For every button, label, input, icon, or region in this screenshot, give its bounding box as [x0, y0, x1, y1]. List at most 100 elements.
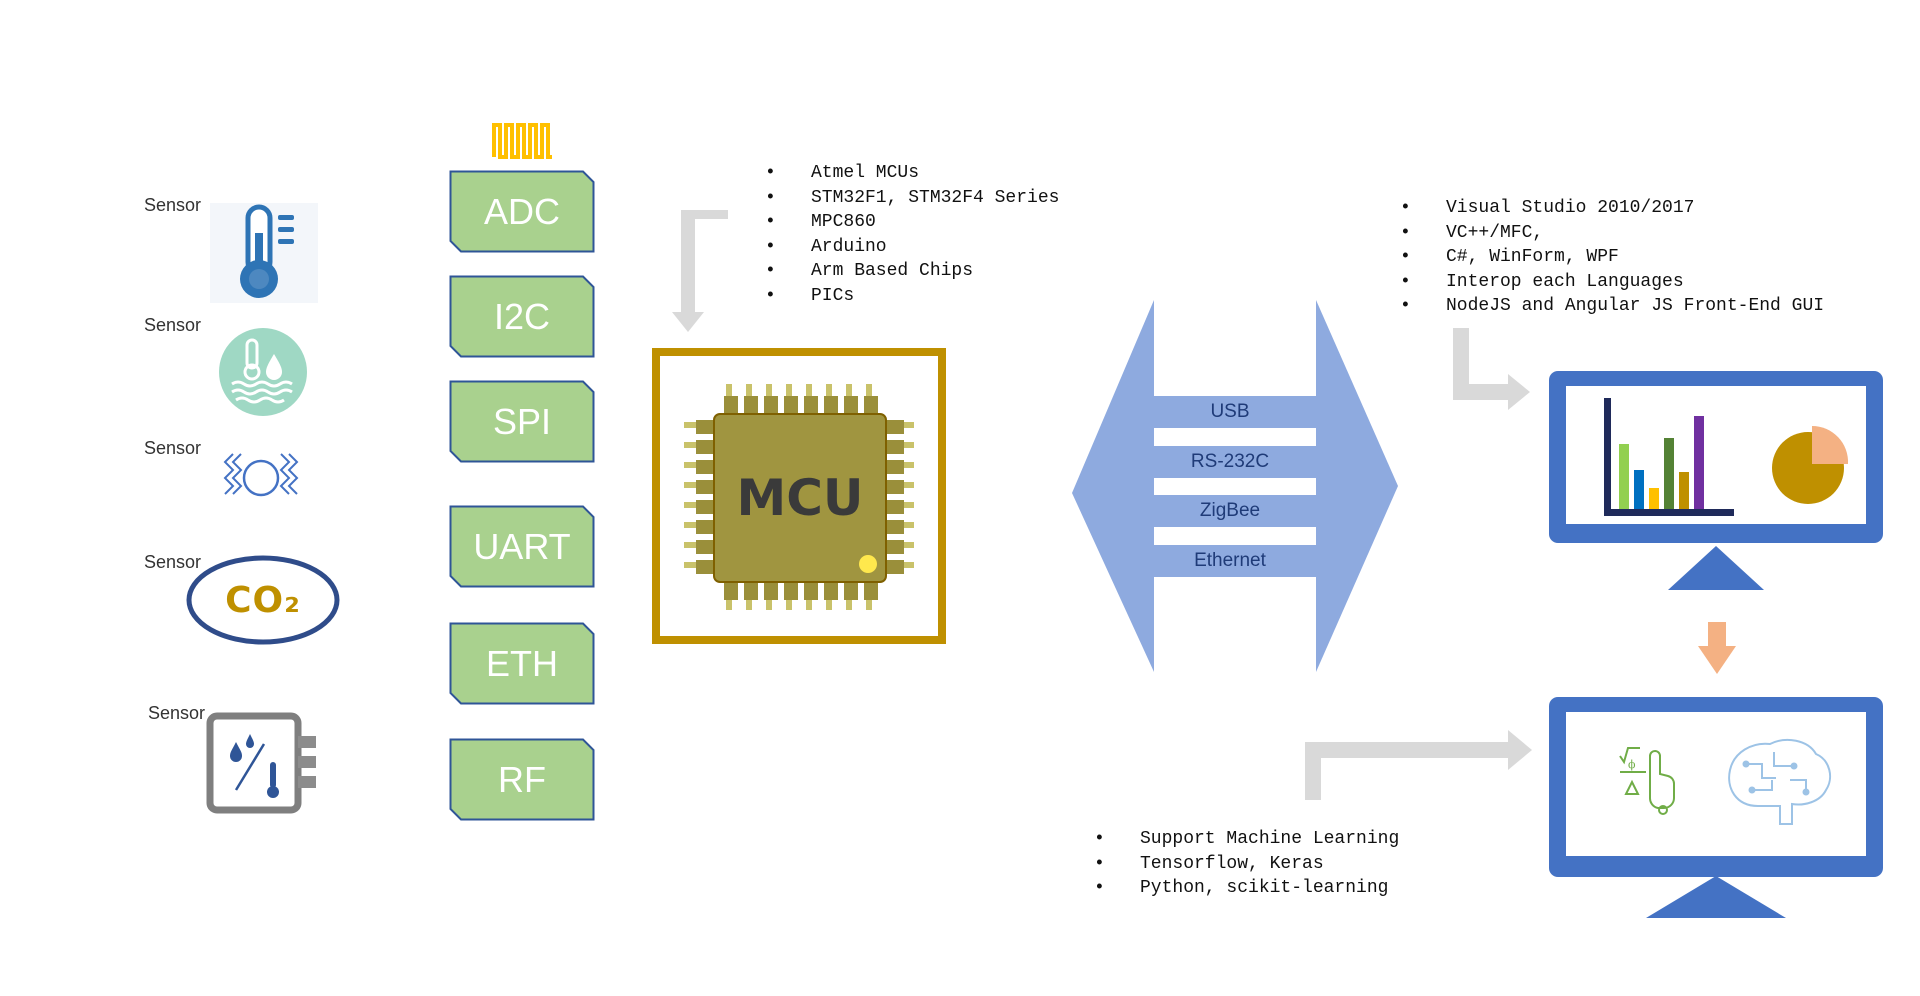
interface-ethernet: Ethernet [1148, 545, 1312, 577]
mcu-pin [766, 384, 772, 398]
mcu-pin [786, 384, 792, 398]
mcu-pin [826, 596, 832, 610]
mcu-pin [866, 384, 872, 398]
mcu-pin [886, 520, 904, 534]
mcu-pin [684, 462, 698, 468]
protocol-block-rf: RF [449, 738, 595, 821]
mcu-pin [726, 596, 732, 610]
mcu-pin [746, 384, 752, 398]
mcu-pin [744, 396, 758, 414]
list-item: C#, WinForm, WPF [1400, 245, 1824, 270]
mcu-pin [744, 582, 758, 600]
humidity-temperature-sensor-icon [206, 712, 332, 814]
mcu-pin [684, 522, 698, 528]
mcu-pin [826, 384, 832, 398]
svg-text:ϕ: ϕ [1628, 758, 1636, 771]
mcu-pin [696, 480, 714, 494]
list-item: Support Machine Learning [1094, 827, 1399, 852]
mcu-pin [900, 542, 914, 548]
mcu-pin [724, 396, 738, 414]
mcu-pin [900, 422, 914, 428]
protocol-label: I2C [493, 295, 551, 337]
mcu-pin [696, 420, 714, 434]
mcu-pin [684, 422, 698, 428]
humidity-icon [216, 326, 310, 418]
list-item: Visual Studio 2010/2017 [1400, 196, 1824, 221]
list-item: Arduino [765, 235, 1059, 260]
mcu-pin [696, 500, 714, 514]
mcu-pin [846, 596, 852, 610]
mcu-pin [886, 460, 904, 474]
interface-usb: USB [1148, 396, 1312, 428]
mcu-pin [684, 442, 698, 448]
mcu-pin [746, 596, 752, 610]
list-item: MPC860 [765, 210, 1059, 235]
list-item: Python, scikit-learning [1094, 876, 1399, 901]
mcu-pin [764, 582, 778, 600]
list-item: NodeJS and Angular JS Front-End GUI [1400, 294, 1824, 319]
mcu-pin [696, 540, 714, 554]
mcu-pin [784, 582, 798, 600]
mcu-pin [886, 420, 904, 434]
list-item: VC++/MFC, [1400, 221, 1824, 246]
mcu-chip: MCU [652, 348, 946, 644]
list-item: Interop each Languages [1400, 270, 1824, 295]
mcu-pin [696, 520, 714, 534]
mcu-platform-list: Atmel MCUs STM32F1, STM32F4 Series MPC86… [765, 161, 1059, 308]
mcu-pin [684, 502, 698, 508]
mcu-pin [824, 582, 838, 600]
mcu-label: MCU [736, 469, 864, 527]
list-item: STM32F1, STM32F4 Series [765, 186, 1059, 211]
sensor-label: Sensor [144, 438, 202, 458]
mcu-pin [886, 540, 904, 554]
mcu-pin [684, 482, 698, 488]
protocol-block-eth: ETH [449, 622, 595, 705]
mcu-pin [886, 480, 904, 494]
mcu-pin [886, 560, 904, 574]
waveform-icon [492, 119, 554, 159]
list-item: Atmel MCUs [765, 161, 1059, 186]
protocol-label: UART [473, 525, 571, 567]
mcu-pin [900, 502, 914, 508]
interface-zigbee: ZigBee [1148, 495, 1312, 527]
protocol-block-adc: ADC [449, 170, 595, 253]
mcu-pin [804, 396, 818, 414]
mcu-pin [866, 596, 872, 610]
mcu-pin [696, 460, 714, 474]
mcu-pin [844, 396, 858, 414]
mcu-pin [900, 562, 914, 568]
list-item: Tensorflow, Keras [1094, 852, 1399, 877]
sensor-label: Sensor [148, 703, 206, 723]
mcu-pin [846, 384, 852, 398]
mcu-pin [864, 396, 878, 414]
protocol-label: RF [498, 758, 546, 800]
mcu-pin [684, 562, 698, 568]
mcu-pin [900, 522, 914, 528]
monitor-dashboard [1546, 368, 1886, 594]
mcu-pin [900, 442, 914, 448]
orange-down-arrow [1698, 622, 1736, 674]
list-item: PICs [765, 284, 1059, 309]
mcu-pin [806, 596, 812, 610]
mcu-pin [696, 440, 714, 454]
gray-bent-arrow-ml [1300, 728, 1532, 800]
mcu-pin [886, 440, 904, 454]
ml-software-list: Support Machine Learning Tensorflow, Ker… [1094, 827, 1399, 901]
mcu-pin [766, 596, 772, 610]
mcu-pin [864, 582, 878, 600]
sensor-label: Sensor [144, 315, 202, 335]
interface-rs232c: RS-232C [1148, 446, 1312, 478]
mcu-pin [696, 560, 714, 574]
sensor-label: Sensor [144, 195, 202, 215]
mcu-pin [726, 384, 732, 398]
protocol-label: ETH [486, 642, 558, 684]
mcu-pin [844, 582, 858, 600]
list-item: Arm Based Chips [765, 259, 1059, 284]
mcu-pin [784, 396, 798, 414]
double-arrow [1072, 300, 1398, 672]
protocol-block-spi: SPI [449, 380, 595, 463]
mcu-pin [786, 596, 792, 610]
co2-icon: CO₂ [186, 555, 340, 645]
mcu-pin [764, 396, 778, 414]
monitor-ml: ϕ [1546, 694, 1886, 920]
